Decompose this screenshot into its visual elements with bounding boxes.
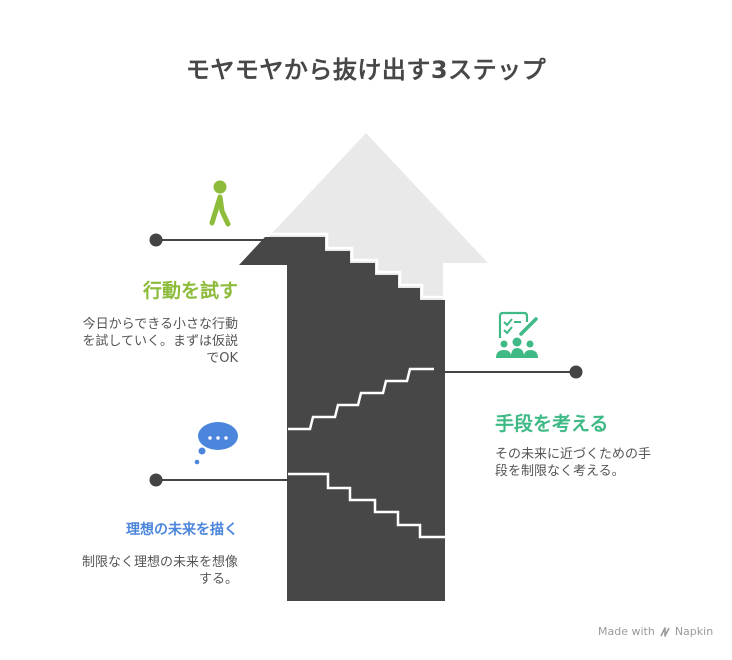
footer-made-with: Made with	[598, 625, 655, 638]
step-description-means: その未来に近づくための手 段を制限なく考える。	[495, 447, 652, 479]
step-heading-action: 行動を試す	[142, 280, 238, 302]
stair-steps-middle	[288, 367, 434, 431]
step-description-action: 今日からできる小さな行動 を試していく。まずは仮説 でOK	[82, 317, 238, 366]
connector-dot-action	[149, 233, 163, 247]
stair-steps-bottom	[288, 472, 445, 539]
footer-brand: Napkin	[674, 625, 714, 638]
page-title: モヤモヤから抜け出す3ステップ	[185, 56, 547, 84]
napkin-logo-icon	[660, 626, 670, 637]
stair-block	[239, 237, 445, 601]
step-heading-ideal: 理想の未来を描く	[126, 522, 238, 538]
step-heading-means: 手段を考える	[495, 413, 609, 435]
walking-person-icon	[209, 180, 231, 227]
step-description-ideal: 制限なく理想の未来を想像 する。	[81, 555, 238, 587]
footer-attribution[interactable]: Made with Napkin	[598, 625, 713, 638]
connector-dot-means	[569, 365, 583, 379]
team-checklist-icon	[496, 311, 538, 358]
connector-dot-ideal	[149, 473, 163, 487]
stair-steps-top	[268, 232, 445, 299]
thought-bubble-icon	[194, 422, 238, 465]
